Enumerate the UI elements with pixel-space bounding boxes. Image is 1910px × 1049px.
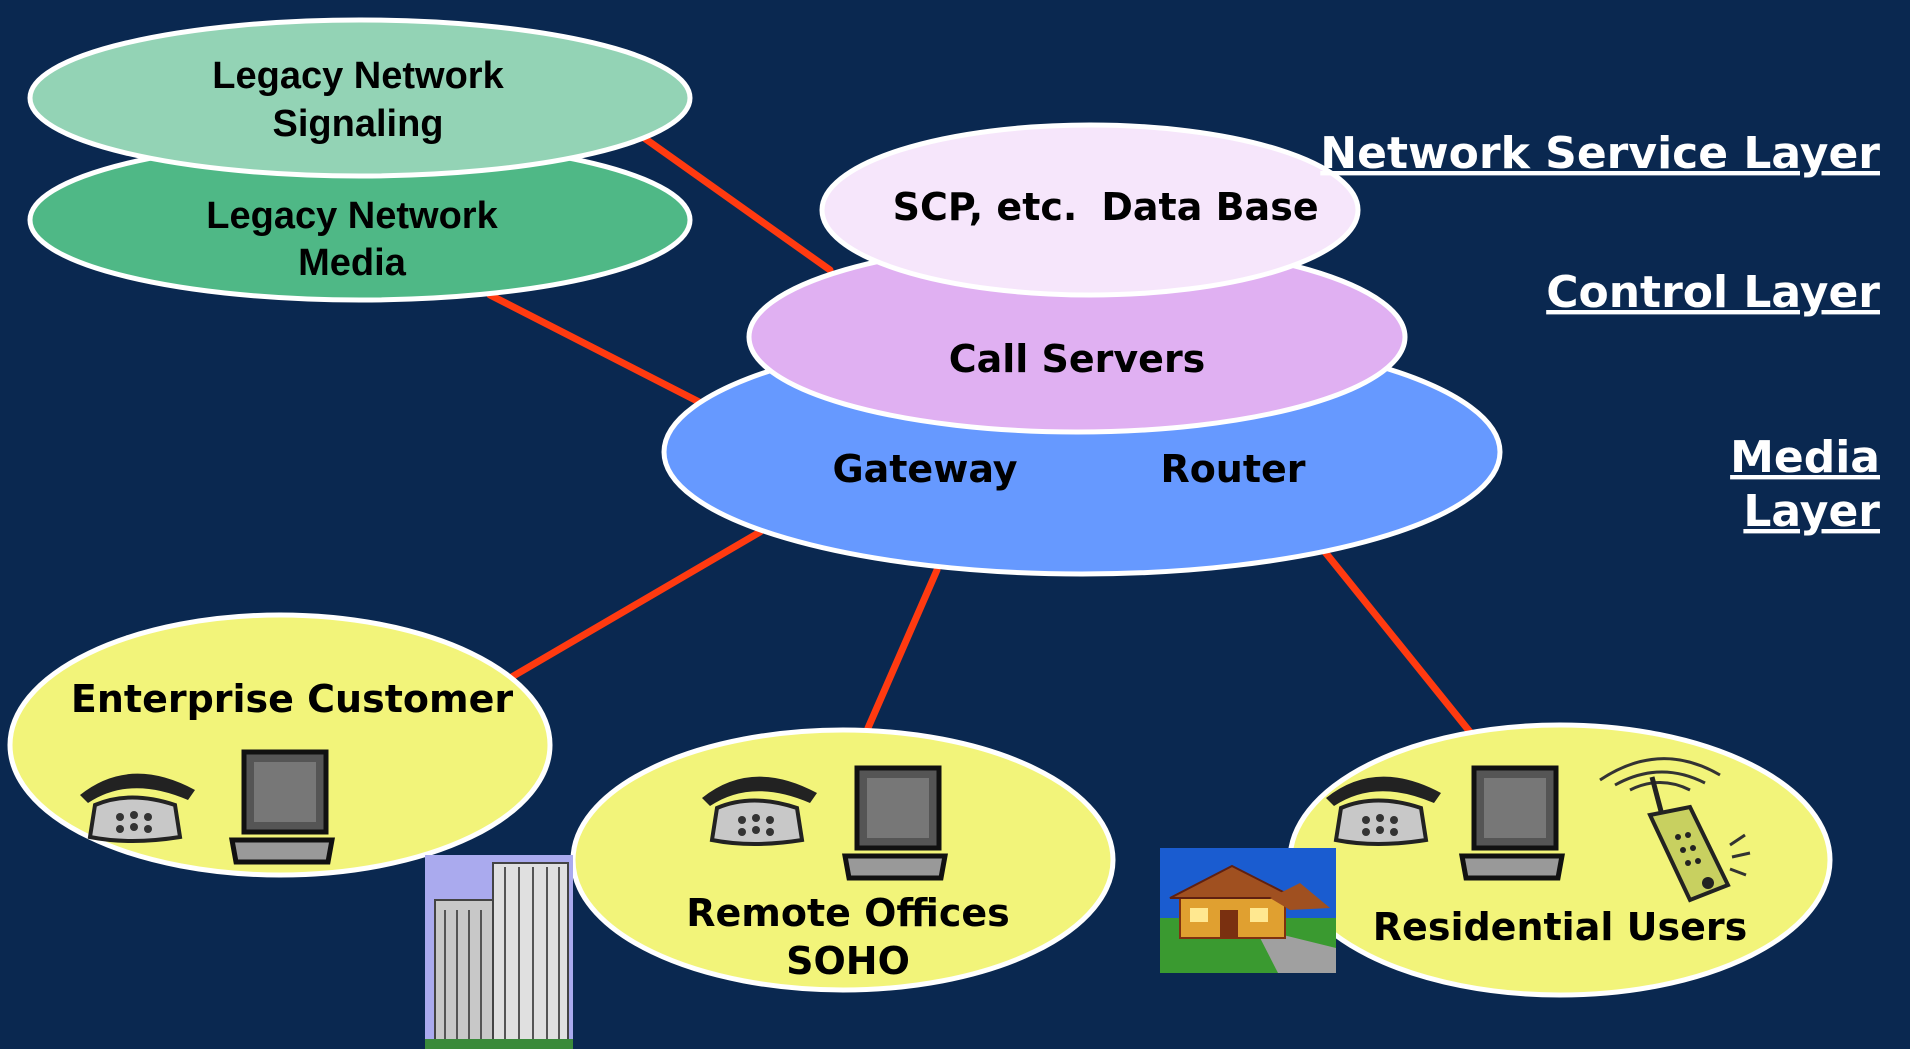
office-building-icon — [425, 855, 573, 1049]
media-layer-label-line2: Layer — [1743, 486, 1880, 537]
remote-offices-node: Remote Offices SOHO — [570, 727, 1116, 993]
computer-icon — [229, 749, 335, 865]
network-service-layer-label: Network Service Layer — [1320, 128, 1880, 179]
legacy-signaling-line1: Legacy Network — [212, 55, 504, 97]
data-base-label: Data Base — [1101, 185, 1318, 229]
computer-icon — [842, 765, 948, 881]
media-layer-label-line1: Media — [1730, 432, 1880, 483]
enterprise-customer-node: Enterprise Customer — [7, 612, 553, 878]
phone-icon — [80, 773, 195, 843]
data-base-ellipse — [819, 122, 1361, 298]
phone-icon — [702, 776, 817, 846]
connection-links — [486, 131, 1474, 736]
cordless-phone-icon — [1599, 757, 1751, 903]
residential-label: Residential Users — [1373, 905, 1747, 949]
link-media-to-core — [486, 291, 709, 409]
house-icon — [1160, 848, 1336, 973]
link-signaling-to-core — [636, 131, 834, 274]
data-base-node: SCP, etc. Data Base — [819, 122, 1361, 298]
link-core-to-remote — [864, 566, 941, 732]
legacy-signaling-ellipse — [27, 17, 693, 179]
call-servers-node: Call Servers — [746, 239, 1408, 435]
remote-offices-line1: Remote Offices — [686, 891, 1010, 935]
computer-icon — [1459, 765, 1565, 881]
gateway-label: Gateway — [832, 447, 1017, 491]
enterprise-label: Enterprise Customer — [71, 677, 513, 721]
phone-icon — [1326, 776, 1441, 846]
remote-offices-line2: SOHO — [786, 939, 910, 983]
legacy-signaling-line2: Signaling — [273, 103, 444, 145]
call-servers-label: Call Servers — [949, 337, 1206, 381]
scp-label: SCP, etc. — [893, 185, 1078, 229]
legacy-signaling-node: Legacy Network Signaling — [27, 17, 693, 179]
legacy-media-node: Legacy Network Media — [27, 137, 693, 303]
link-core-to-residential — [1321, 548, 1474, 736]
control-layer-label: Control Layer — [1546, 267, 1880, 318]
legacy-media-line1: Legacy Network — [206, 195, 498, 237]
residential-users-node: Residential Users — [1287, 722, 1833, 998]
link-core-to-enterprise — [506, 528, 764, 682]
router-label: Router — [1160, 447, 1305, 491]
legacy-media-line2: Media — [298, 242, 407, 284]
layer-labels: Network Service Layer Control Layer Medi… — [1320, 128, 1880, 537]
